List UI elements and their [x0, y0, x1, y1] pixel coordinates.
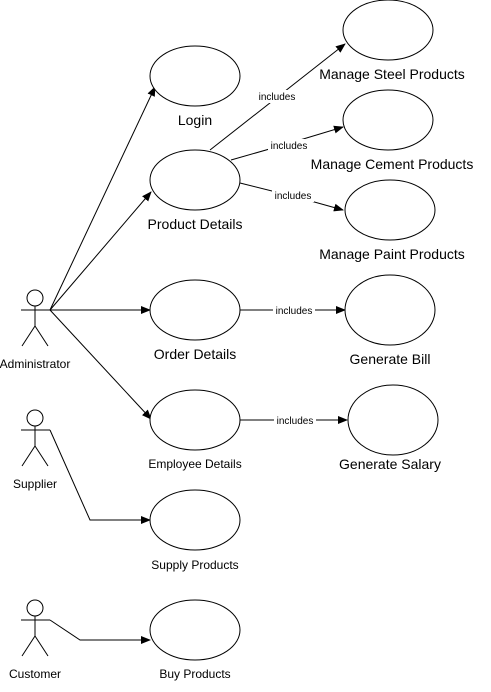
include-label-paint: includes	[275, 191, 312, 202]
actor-label-supplier: Supplier	[13, 477, 57, 491]
label-generate-salary: Generate Salary	[339, 456, 441, 472]
use-case-manage-cement[interactable]	[342, 89, 434, 151]
use-case-supply-products[interactable]	[149, 489, 241, 551]
assoc-admin-employee-details[interactable]	[49, 309, 152, 420]
label-employee-details: Employee Details	[148, 457, 241, 471]
actor-administrator[interactable]	[21, 289, 50, 347]
label-buy-products: Buy Products	[159, 667, 230, 681]
actor-head	[26, 289, 44, 307]
use-case-labels: Login Product Details Order Details Empl…	[148, 66, 474, 681]
actor-head	[26, 409, 44, 427]
actor-supplier[interactable]	[21, 409, 50, 467]
include-label-steel: includes	[259, 92, 296, 103]
use-case-manage-steel[interactable]	[342, 0, 434, 61]
use-case-product-details[interactable]	[149, 149, 241, 211]
include-label-bill: includes	[276, 306, 313, 317]
assoc-admin-login[interactable]	[49, 86, 156, 311]
label-manage-steel: Manage Steel Products	[319, 66, 465, 82]
actor-customer[interactable]	[21, 599, 50, 657]
use-case-generate-salary[interactable]	[347, 384, 439, 456]
label-supply-products: Supply Products	[151, 558, 238, 572]
use-case-employee-details[interactable]	[149, 389, 241, 451]
label-login: Login	[178, 112, 212, 128]
actor-label-administrator: Administrator	[0, 357, 70, 371]
label-order-details: Order Details	[154, 346, 236, 362]
label-generate-bill: Generate Bill	[350, 351, 431, 367]
assoc-supplier-supply-products[interactable]	[49, 429, 151, 524]
label-manage-cement: Manage Cement Products	[311, 156, 474, 172]
assoc-customer-buy-products[interactable]	[49, 619, 151, 644]
label-product-details: Product Details	[148, 216, 243, 232]
label-manage-paint: Manage Paint Products	[319, 246, 465, 262]
use-case-manage-paint[interactable]	[344, 179, 436, 241]
include-label-salary: includes	[277, 416, 314, 427]
actor-label-customer: Customer	[9, 667, 61, 681]
actor-head	[26, 599, 44, 617]
use-cases	[149, 0, 439, 661]
use-case-order-details[interactable]	[149, 279, 241, 341]
include-labels: includes includes includes includes incl…	[256, 90, 316, 427]
include-label-cement: includes	[271, 141, 308, 152]
use-case-generate-bill[interactable]	[344, 274, 436, 346]
assoc-admin-product-details[interactable]	[49, 191, 152, 311]
use-case-login[interactable]	[149, 45, 241, 107]
associations	[49, 86, 156, 644]
use-case-buy-products[interactable]	[149, 599, 241, 661]
